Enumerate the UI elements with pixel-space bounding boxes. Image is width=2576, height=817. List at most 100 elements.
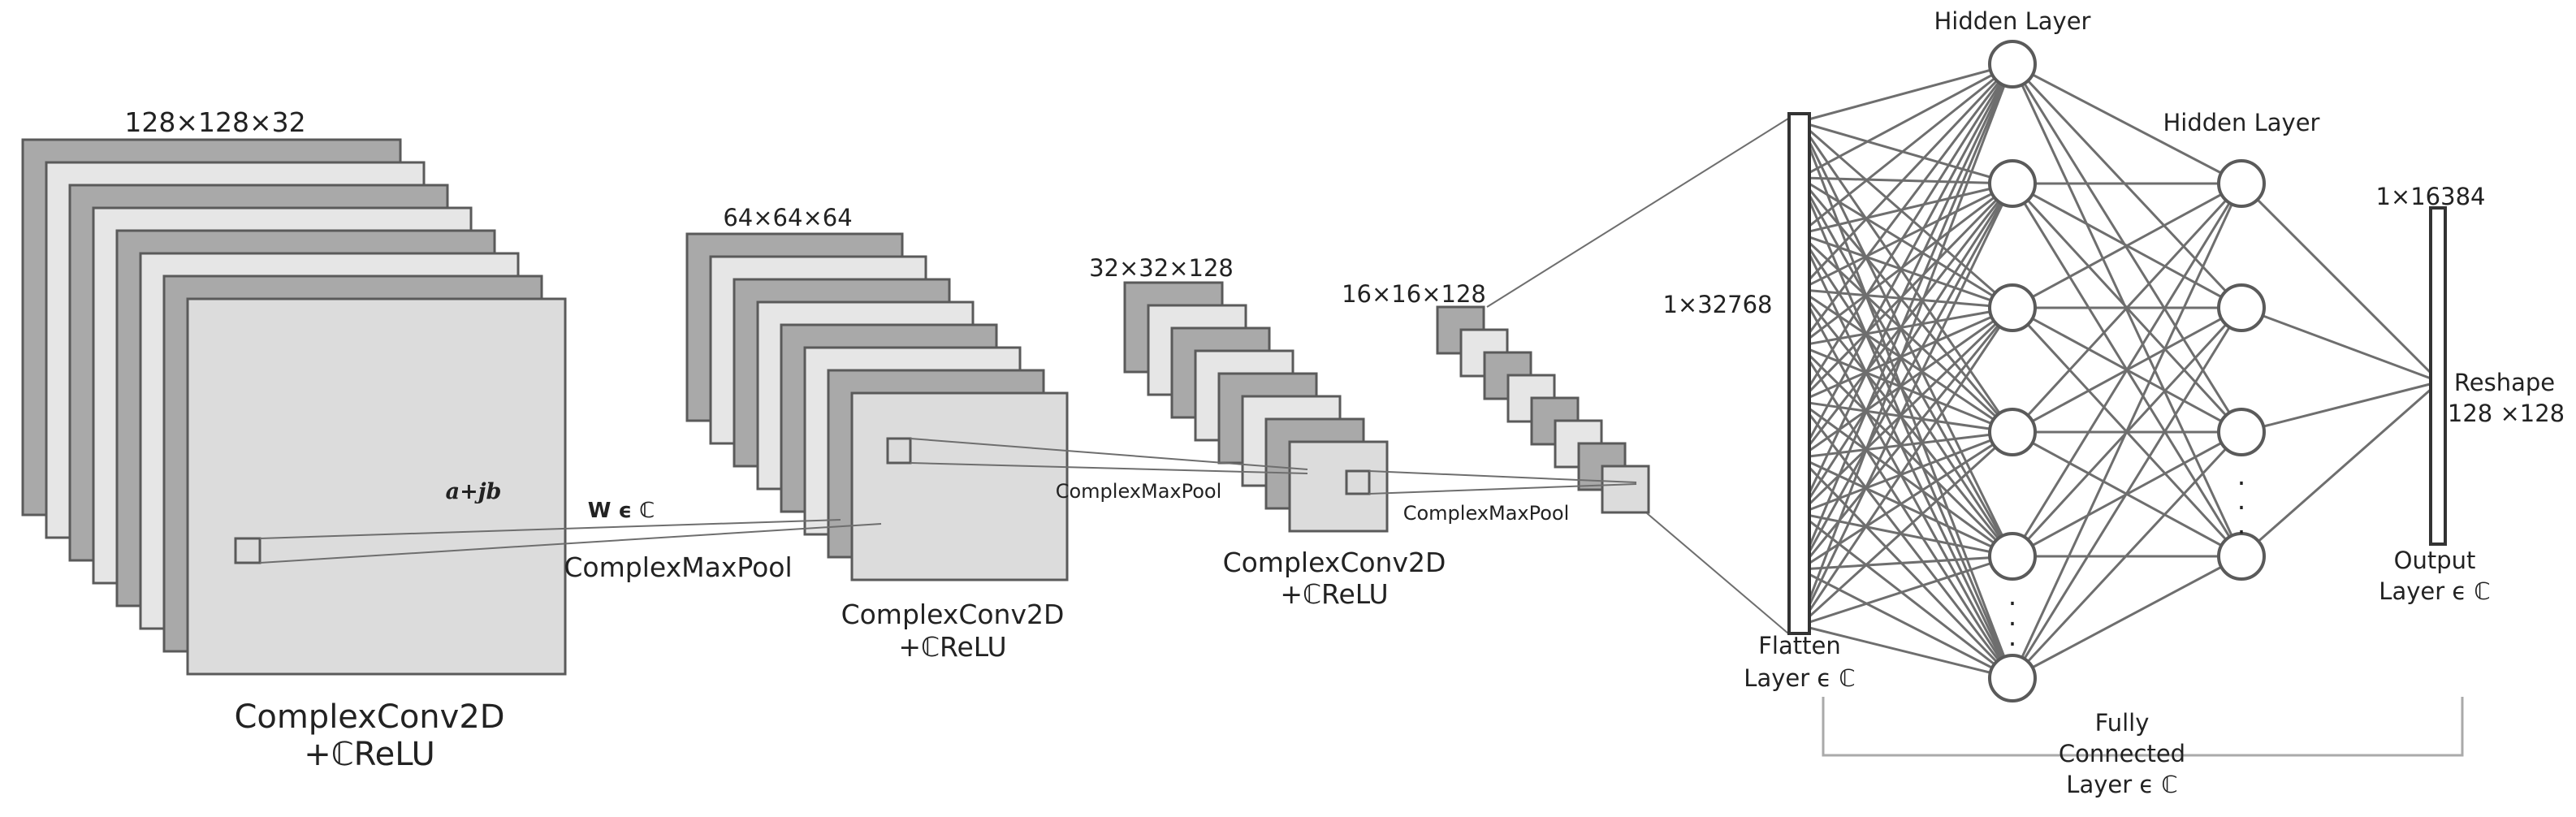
flatten-layer-label-2: Layer ϵ ℂ (1744, 664, 1855, 692)
dense-edge (1798, 182, 2014, 403)
projection-line (259, 519, 841, 539)
dense-edge (1799, 120, 2013, 185)
fully-connected-edges (1798, 63, 2441, 680)
dense-edge (1798, 63, 2014, 291)
kernel-window (1345, 469, 1371, 495)
dense-edge (1798, 183, 2014, 570)
dense-edge (2011, 183, 2243, 557)
dense-edge (1798, 63, 2014, 459)
kernel-window (886, 437, 912, 465)
dense-edge (1799, 63, 2013, 179)
dense-edge (1799, 456, 2013, 558)
ellipsis-dot: . (2237, 508, 2246, 540)
projection-line (910, 438, 1308, 470)
ellipsis-dot: . (2008, 620, 2017, 652)
complex-number-label: a+jb (446, 479, 502, 504)
flatten-layer-bar (1787, 112, 1811, 635)
conv1-act-label: +ℂReLU (304, 736, 435, 773)
dense-layers (1787, 40, 2464, 757)
dense-edge (2012, 63, 2242, 185)
hidden1-neuron (1988, 283, 2037, 332)
dense-edge (1799, 555, 2013, 571)
conv-block-4 (1436, 305, 1650, 514)
dense-edge (1799, 400, 2013, 558)
dense-edge (1798, 183, 2014, 459)
dense-edge (1798, 176, 2014, 433)
dense-edge (1799, 232, 2013, 309)
dense-edge (1799, 430, 2013, 515)
dense-edge (1798, 400, 2014, 679)
dense-edge (2011, 183, 2243, 679)
hidden2-neuron (2217, 532, 2266, 581)
fc-label-1: Fully (2095, 709, 2150, 737)
conv1-feature-map (186, 297, 567, 676)
projection-line (910, 462, 1308, 474)
dense-edge (1798, 344, 2014, 558)
kernel-window (234, 537, 261, 564)
dense-edge (2011, 63, 2243, 309)
conv3-feature-map (1288, 440, 1389, 533)
pooling-connector-lines (259, 118, 1789, 634)
dense-edge (1798, 121, 2014, 679)
dense-edge (1799, 306, 2013, 348)
hidden1-neuron (1988, 408, 2037, 456)
dense-edge (1799, 288, 2013, 309)
conv3-op-label: ComplexConv2D (1223, 547, 1446, 578)
output-layer-label-1: Output (2394, 547, 2476, 574)
dense-edge (2012, 555, 2242, 680)
dense-edge (1799, 182, 2013, 347)
dense-edge (1798, 63, 2014, 626)
hidden-layer-2-label: Hidden Layer (2163, 109, 2320, 136)
dense-edge (1799, 400, 2013, 434)
dense-edge (1799, 344, 2013, 434)
dense-edge (1799, 120, 2013, 309)
pool1-label: ComplexMaxPool (564, 551, 792, 583)
dense-edge (1798, 233, 2014, 679)
dense-edge (1799, 568, 2013, 680)
conv3-dim-label: 32×32×128 (1089, 254, 1234, 282)
dense-edge (2240, 182, 2441, 383)
reshape-label-2: 128 ×128 (2448, 400, 2565, 427)
hidden2-neuron (2217, 408, 2266, 456)
reshape-label-1: Reshape (2454, 369, 2555, 396)
dense-edge (1798, 288, 2014, 557)
dense-edge (1799, 176, 2013, 309)
dense-edge (1798, 183, 2014, 515)
dense-edge (1798, 232, 2014, 557)
conv3-act-label: +ℂReLU (1280, 578, 1388, 610)
fc-label-3: Layer ϵ ℂ (2066, 771, 2177, 798)
dense-edge (1799, 430, 2013, 459)
conv2-op-label: ComplexConv2D (841, 599, 1065, 630)
dense-edge (1799, 624, 2013, 680)
ellipsis-dot: . (2008, 600, 2017, 632)
dense-edge (2011, 307, 2243, 679)
fc-bracket (1822, 697, 2464, 757)
pool3-label: ComplexMaxPool (1403, 502, 1570, 525)
conv2-dim-label: 64×64×64 (723, 204, 852, 231)
projection-line (259, 523, 882, 564)
dense-edge (1799, 306, 2013, 403)
hidden1-neuron (1988, 654, 2037, 702)
dense-edge (1799, 182, 2013, 236)
dense-edge (1799, 288, 2013, 434)
dense-edge (2011, 182, 2243, 434)
dense-edge (1798, 307, 2014, 571)
pool2-label: ComplexMaxPool (1056, 480, 1222, 503)
conv-block-3 (1123, 281, 1389, 533)
ellipsis-dot: . (2237, 460, 2246, 491)
projection-line (1486, 118, 1789, 308)
dense-edge (1798, 63, 2014, 347)
hidden1-neuron (1988, 159, 2037, 208)
hidden1-neuron (1988, 40, 2037, 89)
conv1-op-label: ComplexConv2D (234, 698, 504, 736)
projection-line (1368, 470, 1637, 483)
projection-line (1368, 483, 1637, 495)
fc-label-2: Connected (2059, 740, 2185, 767)
dense-edge (1798, 121, 2014, 557)
weight-label: W ϵ ℂ (588, 499, 655, 523)
dense-edge (1798, 63, 2014, 514)
dense-edge (1798, 456, 2014, 680)
dense-edge (1798, 232, 2014, 434)
dense-edge (2241, 306, 2440, 383)
